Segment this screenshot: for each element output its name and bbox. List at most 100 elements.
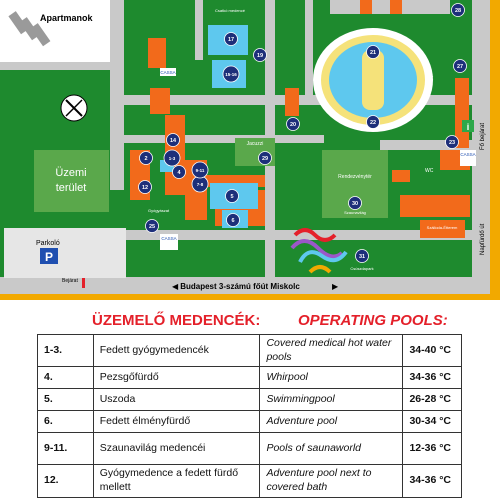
pool-temp-cell: 34-36 °C: [402, 366, 462, 390]
pool-en-cell: Adventure pool: [259, 410, 404, 434]
marker-label-25: 25: [149, 224, 155, 230]
marker-label-28: 28: [455, 8, 461, 14]
marker-label-30: 30: [352, 201, 358, 207]
apartments-label: Apartmanok: [40, 13, 94, 23]
right-road-lower-label: Napfürdő út: [480, 223, 486, 255]
marker-label-19: 19: [257, 53, 263, 59]
pool-hu-cell: Uszoda: [92, 388, 261, 412]
marker-label-21: 21: [370, 50, 376, 56]
marker-20: [286, 117, 300, 131]
map-border-right: [490, 0, 500, 300]
arrow-left-icon: ◀: [172, 282, 179, 291]
marker-28: [451, 3, 465, 17]
legend-title: ÜZEMELŐ MEDENCÉK: OPERATING POOLS:: [0, 312, 500, 334]
spa-map: Apartmanok Üzemi terület Parkoló P Bejár…: [0, 0, 500, 300]
pool-hu-cell: Pezsgőfürdő: [92, 366, 261, 390]
marker-4: [172, 165, 186, 179]
wc-1-label: WC: [425, 76, 434, 82]
marker-label-15-16: 15-16: [225, 72, 237, 77]
operating-area: [34, 150, 109, 212]
apartments-area: [0, 0, 110, 62]
marker-label-7-8: 7-8: [197, 182, 204, 187]
pool-temp-cell: 34-40 °C: [402, 333, 462, 368]
marker-29: [258, 151, 272, 165]
cassa-3-label: CASSA: [460, 152, 475, 157]
road-right: [472, 0, 490, 294]
marker-25: [145, 219, 159, 233]
marker-27: [453, 59, 467, 73]
pool-num-cell: 5.: [37, 388, 94, 412]
marker-19: [253, 48, 267, 62]
main-road-label: Budapest 3-számú főút Miskolc: [180, 282, 300, 291]
marker-6: [226, 213, 240, 227]
legend-title-hu: ÜZEMELŐ MEDENCÉK:: [92, 312, 261, 329]
pool-en-cell: Pools of saunaworld: [259, 432, 404, 466]
entrance-arrow-icon: [82, 278, 85, 288]
pool-num-cell: 1-3.: [37, 333, 94, 368]
marker-30: [348, 196, 362, 210]
marker-2: [139, 151, 153, 165]
event-area-label: Rendezvénytér: [338, 174, 372, 180]
cassa-2-box: [160, 234, 178, 250]
marker-label-31: 31: [359, 254, 365, 260]
pool-num-cell: 12.: [37, 464, 94, 498]
marker-14: [166, 133, 180, 147]
outdoor-pool-center: [362, 50, 384, 110]
pool-hu-cell: Fedett gyógymedencék: [92, 333, 261, 368]
marker-9-11: [191, 161, 209, 179]
marker-1-3: [163, 149, 181, 167]
pool-num-cell: 9-11.: [37, 432, 94, 466]
pool-en-cell: Adventure pool next to covered bath: [259, 464, 404, 498]
marker-label-5: 5: [230, 194, 233, 200]
marker-22: [366, 115, 380, 129]
marker-label-12: 12: [142, 185, 148, 191]
first-aid-label: Gyógyászat: [148, 208, 170, 213]
stabanna-label: Szálloda-Étterem: [427, 225, 458, 230]
marker-label-20: 20: [290, 122, 296, 128]
slide-park-label: Csúszdapark: [350, 266, 373, 271]
pool-en-cell: Swimmingpool: [259, 388, 404, 412]
pool-temp-cell: 26-28 °C: [402, 388, 462, 412]
marker-label-2: 2: [144, 156, 147, 162]
pool-hu-cell: Gyógymedence a fedett fürdő mellett: [92, 464, 261, 498]
cassa-1-box: [160, 68, 176, 76]
road-bottom: [0, 277, 472, 294]
marker-12: [138, 180, 152, 194]
info-icon: [462, 120, 474, 132]
operating-area-label-2: terület: [56, 182, 87, 194]
marker-label-22: 22: [370, 120, 376, 126]
castle-pool-label: Csatkó medencé: [215, 8, 246, 13]
pool-en-cell: Covered medical hot water pools: [259, 333, 404, 368]
pool-temp-cell: 12-36 °C: [402, 432, 462, 466]
svg-text:i: i: [467, 122, 470, 132]
pool-hu-cell: Fedett élményfürdő: [92, 410, 261, 434]
cassa-1-label: CASSA: [160, 70, 175, 75]
marker-15-16: [222, 65, 240, 83]
slide-park: [290, 228, 348, 274]
operating-area-label-1: Üzemi: [55, 167, 86, 179]
marker-31: [355, 249, 369, 263]
jacuzzi-label: Jacuzzi: [247, 141, 264, 147]
marker-label-29: 29: [262, 156, 268, 162]
apartment-buildings: [8, 11, 51, 47]
pool-num-cell: 6.: [37, 410, 94, 434]
marker-5: [225, 189, 239, 203]
marker-21: [366, 45, 380, 59]
parking-icon: [40, 248, 58, 264]
marker-label-27: 27: [457, 64, 463, 70]
arrow-right-icon: ▶: [332, 282, 339, 291]
parking-label: Parkoló: [36, 240, 60, 247]
pool-en-cell: Whirpool: [259, 366, 404, 390]
pool-temp-cell: 34-36 °C: [402, 464, 462, 498]
marker-label-6: 6: [231, 218, 234, 224]
pool-temp-cell: 30-34 °C: [402, 410, 462, 434]
pool-hu-cell: Szaunavilág medencéi: [92, 432, 261, 466]
marker-label-23: 23: [449, 140, 455, 146]
compass-needle: [65, 99, 83, 117]
pool-num-cell: 4.: [37, 366, 94, 390]
